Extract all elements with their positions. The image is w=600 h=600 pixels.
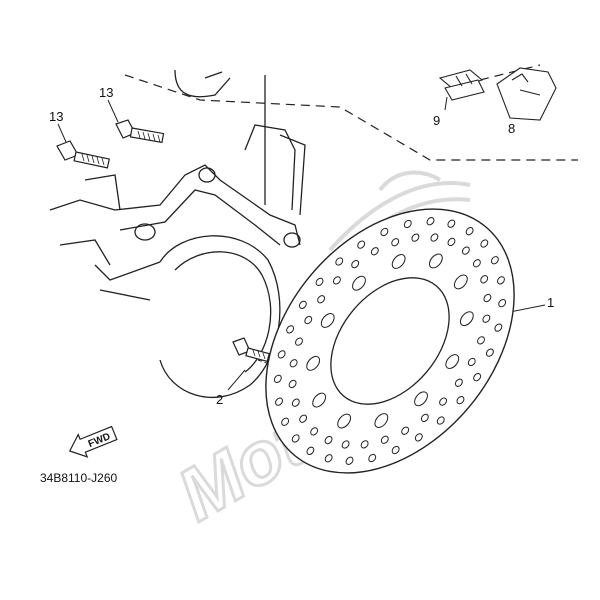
disc-hole-outer xyxy=(403,219,412,229)
disc-hole-outer xyxy=(485,348,494,357)
disc-hole-outer xyxy=(498,299,507,308)
callout-disc-bolt: 2 xyxy=(216,392,223,407)
disc-hole-middle xyxy=(360,440,369,449)
disc-hole-middle xyxy=(477,336,485,345)
disc-holes xyxy=(273,217,507,465)
disc-hole-middle xyxy=(401,426,410,435)
disc-hole-middle xyxy=(461,246,470,255)
disc-hole-middle xyxy=(341,440,350,449)
disc-hole-middle xyxy=(291,398,300,407)
disc-hole-large xyxy=(445,354,460,369)
disc-hole-middle xyxy=(447,237,456,247)
disc-hole-outer xyxy=(291,434,300,443)
disc-hole-outer xyxy=(497,276,505,285)
disc-hole-large xyxy=(453,274,468,290)
disc-hole-middle xyxy=(439,397,448,406)
disc-hole-outer xyxy=(426,217,435,226)
disc-hole-middle xyxy=(324,435,333,445)
disc-bolt xyxy=(232,337,270,363)
disc-hole-outer xyxy=(368,453,377,463)
disc-hole-large xyxy=(306,355,321,371)
disc-hole-large xyxy=(320,313,335,328)
disc-hole-middle xyxy=(310,427,319,436)
bolt-13-lower xyxy=(56,140,110,169)
disc-hole-large xyxy=(414,391,428,407)
disc-hole-outer xyxy=(490,256,499,265)
disc-hole-middle xyxy=(332,276,341,285)
disc-hole-outer xyxy=(473,373,482,382)
caliper-assembly xyxy=(49,69,306,399)
disc-hole-outer xyxy=(357,240,366,249)
disc-hole-middle xyxy=(370,247,379,256)
disc-hole-outer xyxy=(436,416,445,425)
disc-hole-outer xyxy=(414,433,423,442)
disc-hole-large xyxy=(337,413,352,429)
disc-hole-middle xyxy=(391,238,400,247)
disc-hole-large xyxy=(374,413,389,428)
disc-hole-outer xyxy=(380,227,389,237)
disc-hole-middle xyxy=(351,260,360,269)
disc-hole-outer xyxy=(480,239,489,248)
disc-hole-outer xyxy=(275,397,283,406)
disc-hole-middle xyxy=(299,414,308,423)
reference-lines xyxy=(124,64,578,161)
disc-hole-large xyxy=(459,311,474,327)
disc-hole-outer xyxy=(465,227,474,236)
brake-disc xyxy=(265,208,515,474)
callout-bolt-lower: 13 xyxy=(49,109,63,124)
callout-pad: 8 xyxy=(508,121,515,136)
disc-hole-middle xyxy=(420,413,429,422)
disc-hole-outer xyxy=(335,257,344,266)
disc-hole-outer xyxy=(277,350,286,359)
callout-pad-clip: 9 xyxy=(433,113,440,128)
disc-hole-middle xyxy=(304,315,313,325)
disc-hole-middle xyxy=(317,295,326,304)
brake-pad xyxy=(496,67,557,121)
disc-hole-outer xyxy=(281,417,290,426)
disc-hole-middle xyxy=(472,259,481,268)
disc-hole-middle xyxy=(411,233,420,242)
disc-hole-outer xyxy=(494,323,503,332)
disc-hole-large xyxy=(352,275,366,291)
disc-hole-outer xyxy=(315,277,324,286)
fwd-arrow-shape xyxy=(68,425,118,458)
callout-disc: 1 xyxy=(547,295,554,310)
disc-hole-large xyxy=(428,253,443,269)
disc-hole-middle xyxy=(482,314,491,323)
disc-hole-middle xyxy=(454,378,463,387)
disc-hole-middle xyxy=(295,337,303,346)
disc-hole-middle xyxy=(467,357,476,367)
disc-hole-outer xyxy=(273,374,282,383)
fwd-arrow: FWD xyxy=(68,425,118,458)
disc-hole-outer xyxy=(345,456,354,465)
disc-hole-outer xyxy=(306,446,315,455)
disc-hole-outer xyxy=(391,445,400,455)
disc-hole-middle xyxy=(430,233,439,242)
disc-hole-large xyxy=(312,392,327,408)
disc-hole-outer xyxy=(286,325,295,334)
diagram-code: 34B8110-J260 xyxy=(40,471,118,485)
disc-hole-outer xyxy=(456,396,465,405)
callout-bolt-upper: 13 xyxy=(99,85,113,100)
disc-hole-large xyxy=(391,254,406,269)
pad-clip xyxy=(438,69,485,101)
disc-hole-middle xyxy=(289,359,298,368)
disc-hole-outer xyxy=(298,300,307,309)
disc-hole-outer xyxy=(447,219,456,228)
bolt-13-upper xyxy=(115,119,165,144)
disc-hole-outer xyxy=(324,454,333,463)
disc-hole-middle xyxy=(288,379,297,389)
disc-inner-edge xyxy=(330,277,450,405)
disc-hole-middle xyxy=(480,275,489,284)
disc-hole-middle xyxy=(483,293,492,303)
disc-hole-middle xyxy=(380,435,389,444)
